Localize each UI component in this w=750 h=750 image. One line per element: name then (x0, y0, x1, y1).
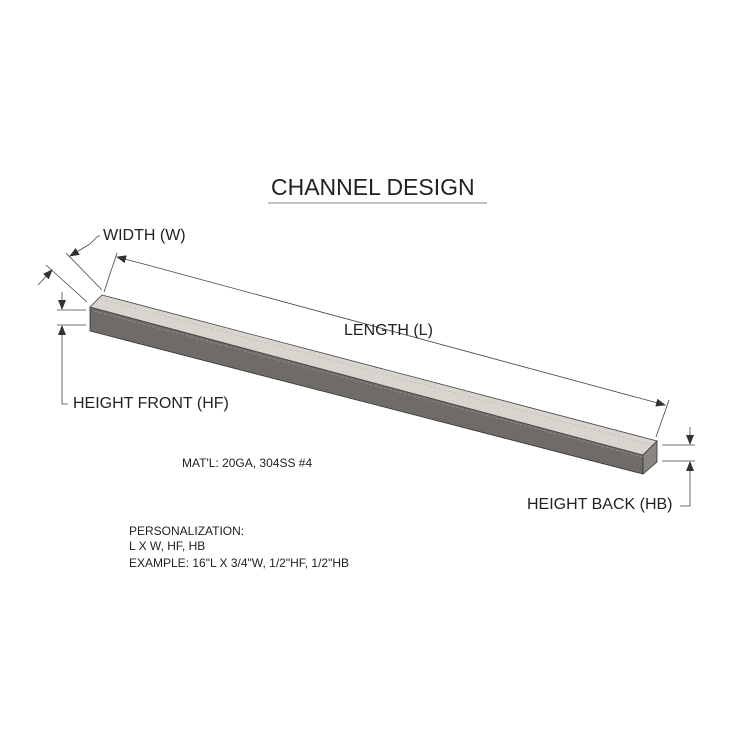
width-arrow (69, 243, 91, 257)
personalization-example: EXAMPLE: 16"L X 3/4"W, 1/2"HF, 1/2"HB (129, 556, 350, 570)
drawing-title: CHANNEL DESIGN (271, 174, 475, 200)
width-extension-back (65, 252, 103, 291)
channel-back-lip (642, 440, 658, 475)
width-leader (89, 235, 100, 245)
width-extension-front (45, 264, 88, 303)
length-label: LENGTH (L) (344, 322, 433, 339)
length-extension-right (655, 399, 670, 438)
length-dimension-line (139, 262, 666, 407)
height-back-label: HEIGHT BACK (HB) (527, 496, 673, 513)
length-extension-left (103, 252, 118, 293)
width-arrow (37, 269, 53, 286)
personalization-heading: PERSONALIZATION: (129, 524, 245, 538)
width-label: WIDTH (W) (103, 227, 186, 244)
bend-line (99, 298, 653, 446)
material-note: MAT'L: 20GA, 304SS #4 (182, 456, 313, 470)
personalization-fields: L X W, HF, HB (129, 539, 206, 553)
hb-leader (680, 480, 691, 507)
height-front-label: HEIGHT FRONT (HF) (73, 395, 229, 412)
length-dimension-line (116, 255, 141, 264)
hf-leader (61, 345, 68, 405)
